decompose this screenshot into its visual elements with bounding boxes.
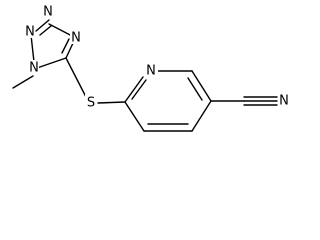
tetrazole-n1: N bbox=[29, 60, 39, 76]
bond-c3-c2 bbox=[124, 101, 145, 132]
bond-c5-s bbox=[65, 57, 87, 98]
bond-c2-n1 bbox=[124, 76, 144, 103]
bond-c5-n4-double bbox=[61, 38, 70, 54]
bond-layer bbox=[12, 19, 278, 132]
bond-n1-methyl bbox=[12, 75, 34, 89]
nitrile-nitrogen: N bbox=[278, 92, 290, 109]
bond-n2-n1 bbox=[30, 34, 35, 63]
bond-c6-c5-double bbox=[187, 77, 203, 101]
bond-s-c2 bbox=[97, 101, 126, 104]
tetrazole-n2: N bbox=[25, 24, 35, 40]
pyridine-nitrogen: N bbox=[145, 63, 158, 79]
atom-label-layer: N N N N S N N bbox=[25, 4, 290, 111]
atom-label-n-nitrile: N bbox=[279, 94, 289, 109]
thioether-sulfur: S bbox=[85, 94, 97, 111]
atom-label-n2-tetrazole: N bbox=[25, 25, 35, 40]
atom-label-n-pyridine: N bbox=[146, 64, 156, 79]
atom-label-n4-tetrazole: N bbox=[71, 31, 81, 46]
bond-c2-n1-double bbox=[131, 79, 147, 100]
bond-n4-n3 bbox=[48, 23, 75, 38]
atom-label-s: S bbox=[87, 96, 95, 111]
atom-label-n1-tetrazole: N bbox=[29, 61, 39, 76]
structure-diagram: N N N N S N N bbox=[12, 4, 290, 132]
bond-n3-n2-double bbox=[39, 25, 52, 36]
bond-c6-c5 bbox=[191, 70, 212, 102]
bond-c5-c4 bbox=[191, 100, 212, 132]
tetrazole-n4: N bbox=[70, 30, 82, 46]
bond-n1-c5 bbox=[36, 57, 67, 69]
bond-n3-n2 bbox=[35, 19, 50, 32]
atom-label-n3-tetrazole: N bbox=[43, 5, 53, 20]
tetrazole-n3: N bbox=[42, 4, 54, 20]
